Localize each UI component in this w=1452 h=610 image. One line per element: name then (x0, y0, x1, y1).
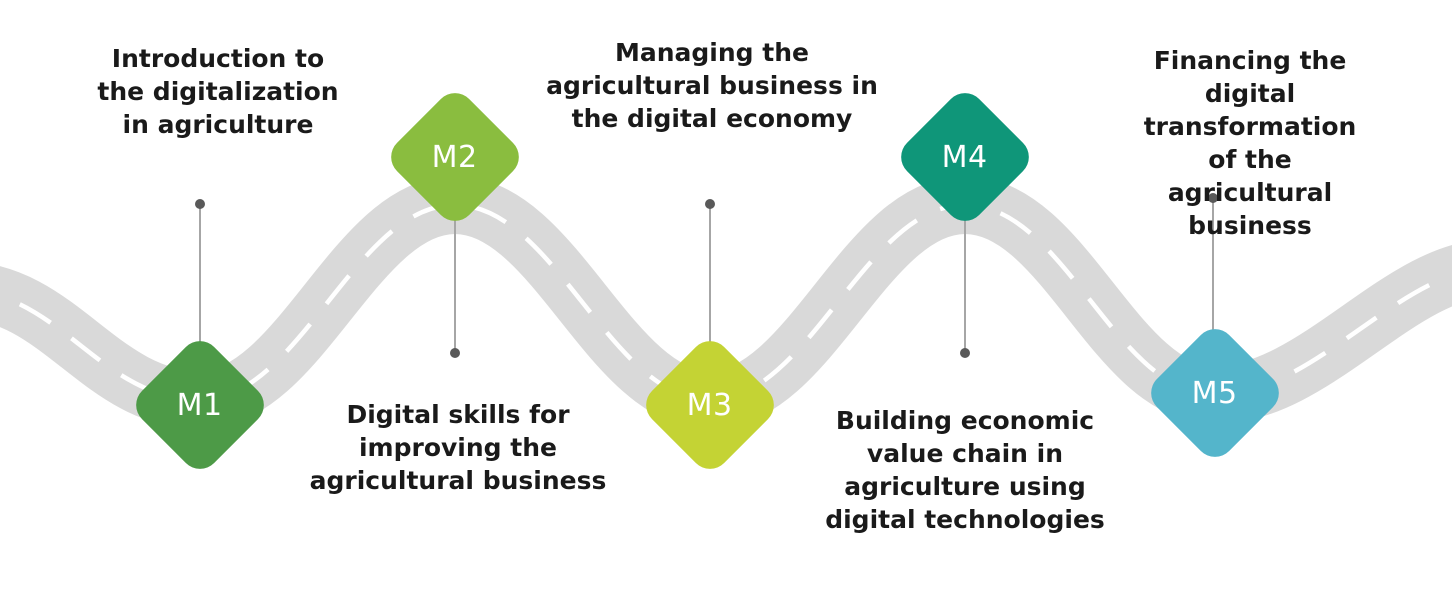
connector-dot-m2 (450, 348, 460, 358)
module-title-m3: Managing the agricultural business in th… (546, 38, 878, 133)
module-title-m5: Financing the digital transformation of … (1143, 46, 1357, 240)
module-title-m4: Building economic value chain in agricul… (825, 406, 1105, 534)
connector-dot-m5 (1208, 193, 1218, 203)
connector-dot-m1 (195, 199, 205, 209)
connector-dot-m4 (960, 348, 970, 358)
module-marker-m2-label: M2 (432, 139, 478, 175)
module-title-m2: Digital skills for improving the agricul… (309, 400, 607, 495)
module-title-m1: Introduction to the digitalization in ag… (97, 44, 339, 139)
module-marker-m3-label: M3 (687, 387, 733, 423)
module-marker-m5-label: M5 (1192, 375, 1238, 411)
connector-dot-m3 (705, 199, 715, 209)
module-marker-m4-label: M4 (942, 139, 988, 175)
module-marker-m1-label: M1 (177, 387, 223, 423)
